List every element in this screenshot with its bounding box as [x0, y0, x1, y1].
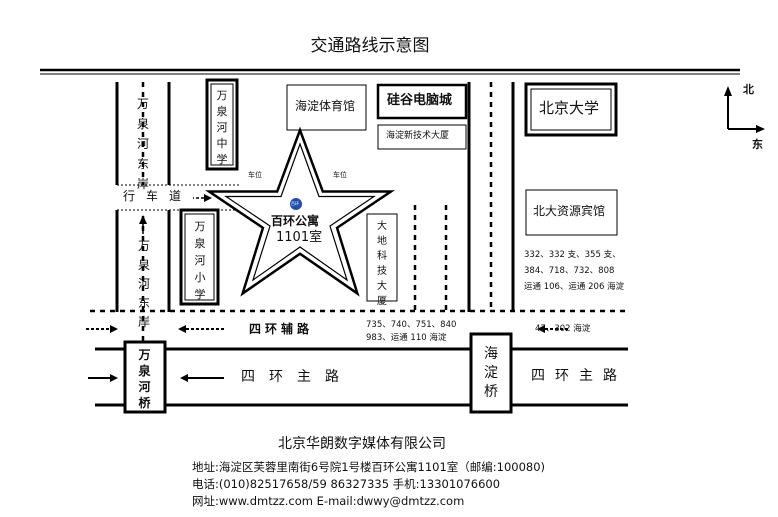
fourth-ring-main-road-right: 四环主路 — [531, 368, 627, 384]
target-name: 百环公寓 — [271, 214, 320, 228]
company-address: 地址:海淀区芙蓉里南街6号院1号楼百环公寓1101室（邮编:100080) — [192, 460, 546, 474]
parking-right: 车位 — [333, 171, 347, 179]
wanquan-primary-school: 万泉河小学 — [194, 220, 206, 301]
wanquan-bridge: 万泉河桥 — [138, 348, 151, 410]
aux-bus-line-2: 983、运通 110 海淀 — [366, 333, 447, 343]
compass-east-label: 东 — [752, 138, 763, 151]
driveway-label: 行车道 — [122, 189, 194, 203]
company-phone: 电话:(010)82517658/59 86327335 手机:13301076… — [192, 477, 501, 491]
road-lines — [95, 82, 628, 407]
fourth-ring-main-road-left: 四环主路 — [241, 369, 353, 385]
haidian-tech-building: 海淀新技术大厦 — [386, 131, 450, 141]
company-name: 北京华朗数字媒体有限公司 — [278, 436, 446, 452]
silicon-valley-mall: 硅谷电脑城 — [387, 93, 453, 108]
target-star — [205, 126, 395, 297]
north-up-arrow-icon — [139, 215, 147, 234]
pku-bus-line-3: 运通 106、运通 206 海淀 — [524, 282, 625, 292]
wanquan-east-bank-top: 万泉河东岸 — [136, 97, 149, 191]
left-dashed-arrow-icon — [86, 325, 118, 333]
company-web: 网址:www.dmtzz.com E-mail:dwwy@dmtzz.com — [192, 494, 465, 508]
pku-bus-line-1: 332、332 支、355 支、 — [524, 250, 621, 260]
aux-bus-line-1: 735、740、751、840 — [366, 320, 457, 330]
peking-university: 北京大学 — [539, 99, 600, 117]
wanquan-east-bank-bottom: 万泉河东岸 — [137, 239, 150, 329]
compass-icon — [724, 86, 765, 133]
pku-resource-hotel: 北大资源宾馆 — [533, 204, 606, 218]
logo-icon — [290, 198, 302, 210]
compass-north-label: 北 — [743, 83, 754, 96]
page-title: 交通路线示意图 — [310, 36, 430, 56]
header-rule — [40, 68, 740, 75]
target-room: 1101室 — [276, 230, 323, 245]
haidian-bridge: 海淀桥 — [484, 346, 498, 400]
right-bus-line: 47、302 海淀 — [535, 324, 591, 334]
driveway-lines — [117, 184, 240, 211]
haidian-stadium: 海淀体育馆 — [295, 99, 356, 113]
pku-bus-line-2: 384、718、732、808 — [524, 266, 615, 276]
logo-text: 百环 — [291, 201, 299, 206]
dadi-tech-building: 大地科技大厦 — [377, 221, 387, 307]
dashed-lane-lines — [90, 82, 628, 342]
parking-left: 车位 — [248, 171, 262, 179]
building-boxes — [123, 78, 618, 414]
main-road-arrow-icon — [88, 374, 224, 382]
aux-road-arrow-icon — [178, 325, 224, 333]
right-dashed-arrow-icon — [537, 325, 570, 333]
wanquan-middle-school: 万泉河中学 — [216, 89, 228, 166]
fourth-ring-aux-road: 四环辅路 — [249, 322, 314, 336]
